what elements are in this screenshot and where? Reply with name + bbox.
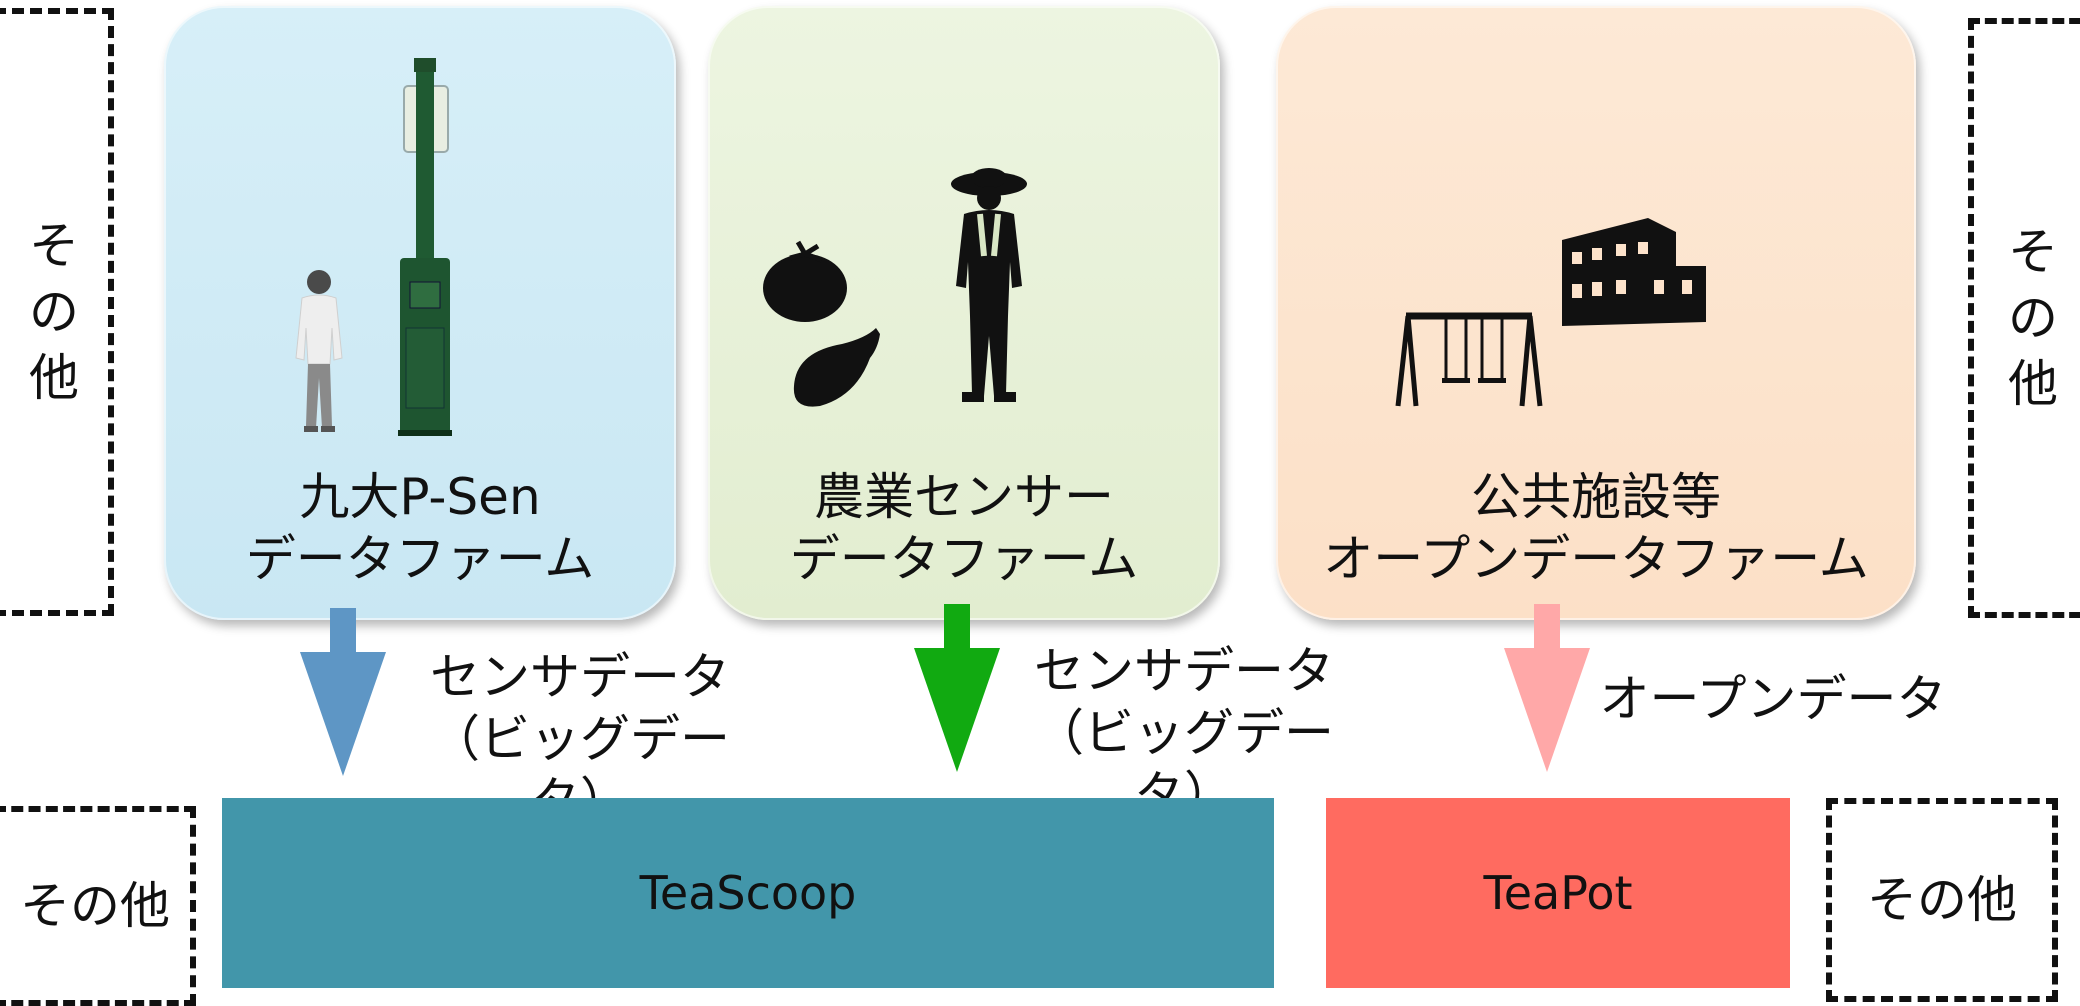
farmer-icon bbox=[951, 168, 1027, 402]
arrow-down-blue bbox=[300, 608, 386, 776]
flow-label-agriculture: センサデータ （ビッグデータ） bbox=[1004, 640, 1364, 826]
flow-label-line1: オープンデータ bbox=[1599, 670, 1947, 728]
flow-label-line1: センサデータ bbox=[430, 648, 730, 706]
other-label: その他 bbox=[1867, 871, 2017, 929]
flow-label-line1: センサデータ bbox=[1034, 642, 1334, 700]
other-label: その他 bbox=[29, 217, 79, 407]
other-box-right-top: その他 bbox=[1968, 18, 2080, 618]
farm-title-line1: 九大P-Sen bbox=[299, 468, 541, 526]
farm-title-line2: データファーム bbox=[245, 530, 595, 588]
other-label: その他 bbox=[20, 877, 170, 935]
sensor-pole-icon bbox=[398, 58, 452, 436]
farm-psen: 九大P-Sen データファーム bbox=[164, 6, 676, 620]
farm-title: 農業センサー データファーム bbox=[708, 466, 1220, 590]
building-icon bbox=[1562, 218, 1706, 326]
other-box-left-bottom: その他 bbox=[0, 806, 196, 1006]
farm-title: 九大P-Sen データファーム bbox=[164, 466, 676, 590]
other-box-right-bottom: その他 bbox=[1826, 798, 2058, 1002]
farm-title-line1: 農業センサー bbox=[814, 468, 1114, 526]
farm-title-line2: オープンデータファーム bbox=[1323, 530, 1869, 588]
eggplant-icon bbox=[793, 328, 880, 407]
platform-label: TeaScoop bbox=[639, 866, 857, 920]
farm-public-facility: 公共施設等 オープンデータファーム bbox=[1276, 6, 1916, 620]
farm-title: 公共施設等 オープンデータファーム bbox=[1276, 466, 1916, 590]
arrow-down-pink bbox=[1504, 604, 1590, 772]
platform-teapot: TeaPot bbox=[1326, 798, 1790, 988]
other-box-left-top: その他 bbox=[0, 8, 114, 616]
tomato-icon bbox=[763, 240, 847, 322]
farm-agriculture: 農業センサー データファーム bbox=[708, 6, 1220, 620]
farm-title-line1: 公共施設等 bbox=[1471, 468, 1721, 526]
swing-icon bbox=[1395, 312, 1543, 407]
flow-label-public: オープンデータ bbox=[1598, 668, 1948, 730]
farm-title-line2: データファーム bbox=[789, 530, 1139, 588]
other-label: その他 bbox=[2008, 223, 2058, 413]
platform-teascoop: TeaScoop bbox=[222, 798, 1274, 988]
person-icon bbox=[295, 270, 343, 432]
platform-label: TeaPot bbox=[1483, 866, 1633, 920]
arrow-down-green bbox=[914, 604, 1000, 772]
